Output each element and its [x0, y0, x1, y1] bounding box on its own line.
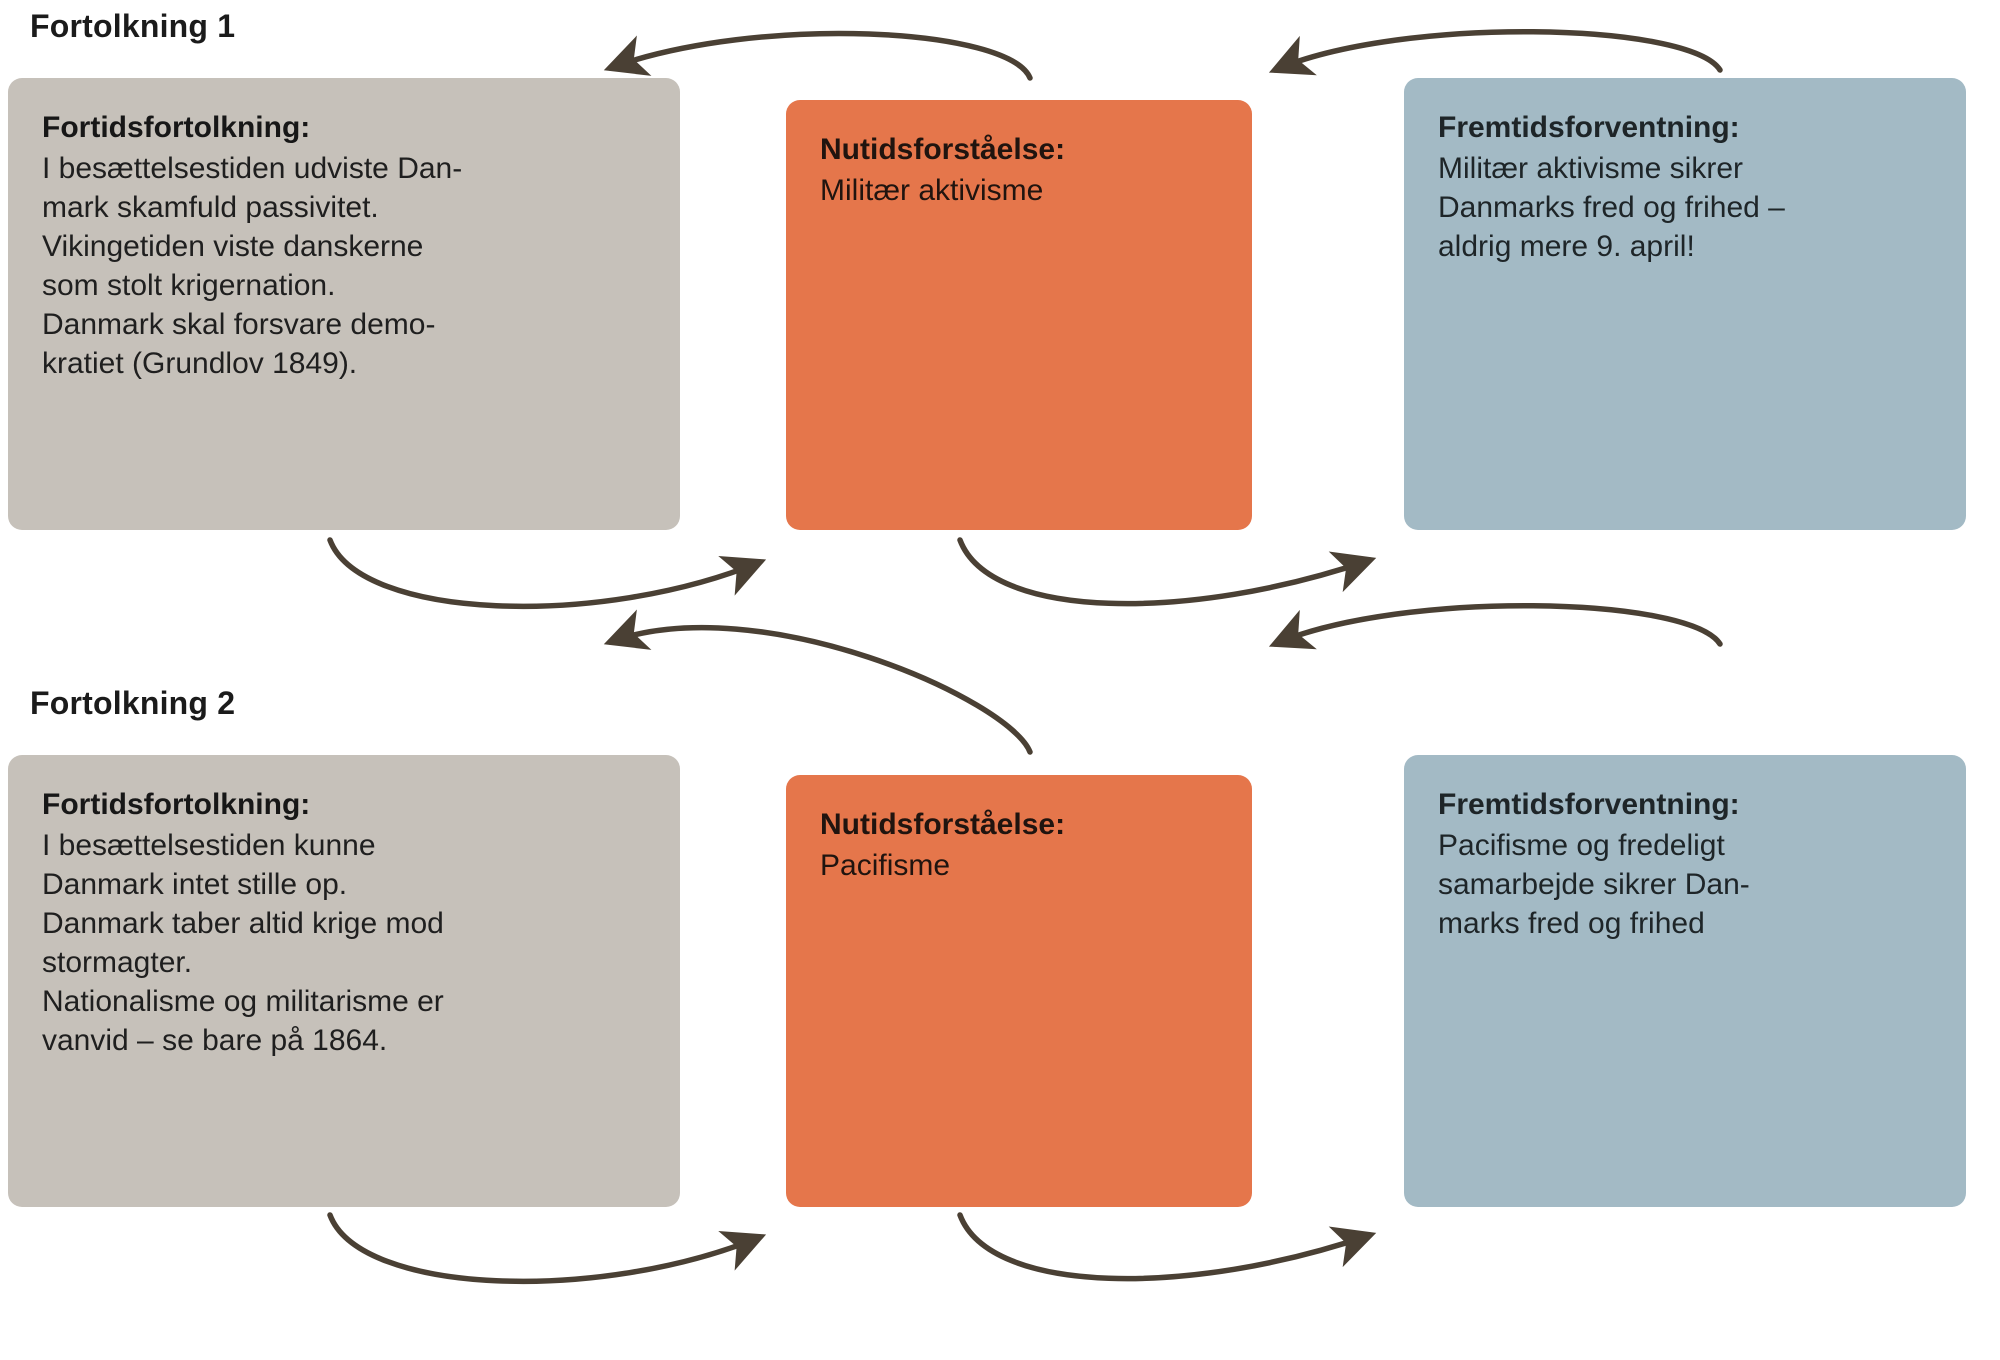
section-1-past-box: Fortidsfortolkning: I besættelsestiden u…	[8, 78, 680, 530]
section-1-present-box-body: Militær aktivisme	[820, 174, 1044, 207]
section-1-past-box-head: Fortidsfortolkning:	[42, 111, 311, 144]
section-1-present-box-head: Nutidsforståelse:	[820, 133, 1066, 166]
section-fortolkning-1: Fortolkning 1 Fortidsfortolkning: I besæ…	[0, 0, 2000, 560]
section-2-future-box-body: Pacifisme og fredeligt samarbejde sikrer…	[1438, 829, 1750, 940]
section-2-present-box-head: Nutidsforståelse:	[820, 808, 1066, 841]
section-2-present-box-body: Pacifisme	[820, 849, 951, 882]
section-2-past-box-head: Fortidsfortolkning:	[42, 788, 311, 821]
section-1-future-box-body: Militær aktivisme sikrer Danmarks fred o…	[1438, 152, 1785, 263]
section-2-past-box-body: I besættelsestiden kunne Danmark intet s…	[42, 829, 444, 1057]
section-1-future-box-head: Fremtidsforventning:	[1438, 111, 1740, 144]
s2-past-to-present-arrow	[327, 1212, 767, 1285]
section-1-present-box: Nutidsforståelse: Militær aktivisme	[786, 100, 1252, 530]
section-2-heading: Fortolkning 2	[30, 685, 236, 721]
section-1-heading: Fortolkning 1	[30, 8, 236, 44]
section-2-future-box: Fremtidsforventning: Pacifisme og fredel…	[1404, 755, 1966, 1207]
section-fortolkning-2: Fortolkning 2 Fortidsfortolkning: I besæ…	[0, 600, 2000, 1207]
section-2-future-box-head: Fremtidsforventning:	[1438, 788, 1740, 821]
s2-present-to-future-arrow	[957, 1212, 1377, 1282]
section-2-past-box: Fortidsfortolkning: I besættelsestiden k…	[8, 755, 680, 1207]
section-1-past-box-body: I besættelsestiden udviste Dan- mark ska…	[42, 152, 463, 380]
section-1-future-box: Fremtidsforventning: Militær aktivisme s…	[1404, 78, 1966, 530]
section-2-present-box: Nutidsforståelse: Pacifisme	[786, 775, 1252, 1207]
